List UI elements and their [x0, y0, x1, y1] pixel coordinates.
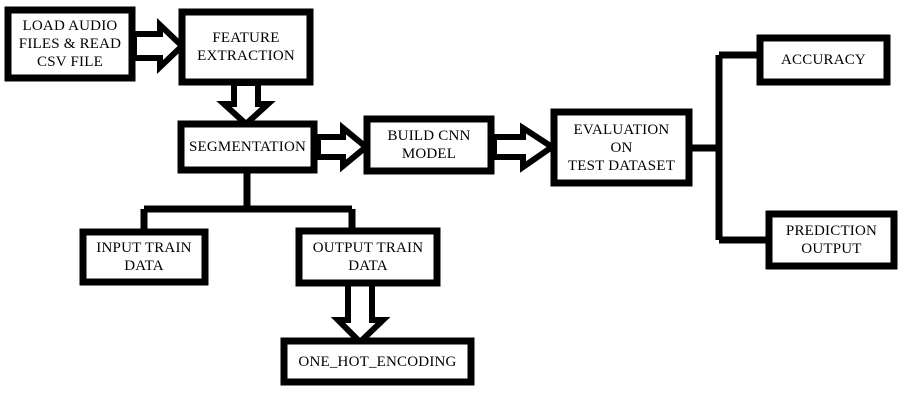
connector-evaluation-split-to-accuracy-and-prediction — [689, 51, 769, 244]
node-accuracy[interactable] — [756, 34, 891, 86]
node-feature-extraction[interactable] — [178, 8, 314, 86]
node-evaluation-on-test-dataset[interactable] — [550, 108, 693, 187]
node-output-train-data[interactable] — [295, 227, 441, 287]
arrow-build-cnn-model-to-evaluation — [491, 122, 558, 173]
node-input-train-data[interactable] — [79, 228, 209, 286]
arrow-output-train-data-to-one-hot-encoding — [330, 280, 391, 347]
arrow-segmentation-to-build-cnn-model — [315, 121, 371, 173]
arrow-load-audio-to-feature-extraction — [131, 17, 187, 75]
node-segmentation[interactable] — [177, 120, 318, 174]
node-one-hot-encoding[interactable] — [280, 337, 475, 386]
node-build-cnn-model[interactable] — [363, 115, 495, 175]
arrow-feature-extraction-to-segmentation — [216, 80, 276, 129]
connector-segmentation-split-to-train-data — [140, 170, 356, 232]
node-prediction-output[interactable] — [765, 210, 898, 270]
node-load-audio[interactable] — [4, 6, 136, 82]
